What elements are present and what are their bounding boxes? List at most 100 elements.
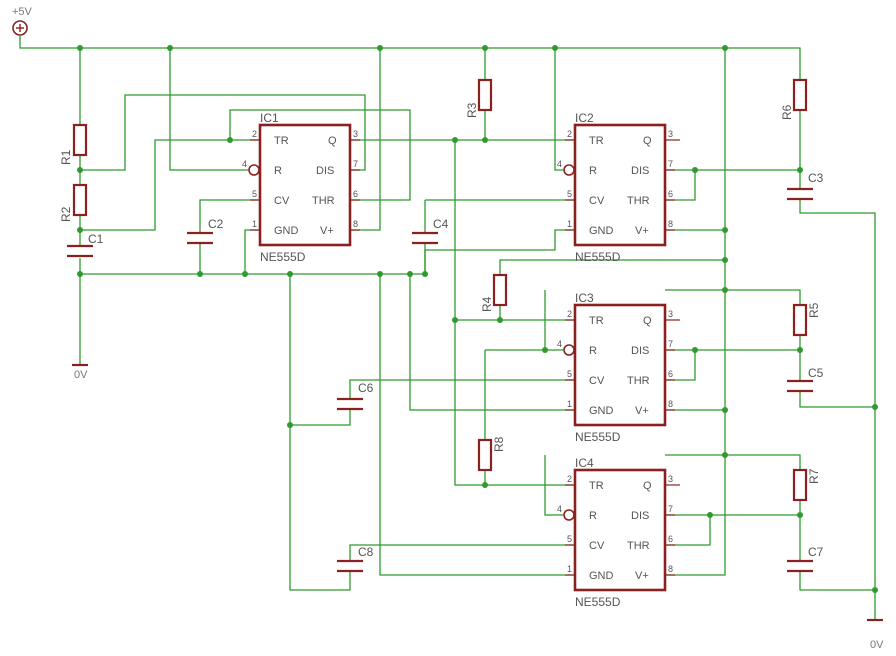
ic1-pin-thr: THR — [312, 195, 335, 207]
ic2: IC2 NE555D TR R CV GND Q DIS THR V+ 2 4 … — [557, 111, 680, 264]
ic3-pin-vplus: V+ — [635, 405, 649, 417]
ic2-num-7: 7 — [668, 159, 673, 169]
ic4-num-2: 2 — [567, 474, 572, 484]
label-c2: C2 — [208, 217, 224, 231]
ic2-name: IC2 — [575, 111, 594, 125]
ic1-num-7: 7 — [353, 159, 358, 169]
ic4-pin-vplus: V+ — [635, 570, 649, 582]
resistor-r4: R4 — [480, 273, 508, 312]
ic3-name: IC3 — [575, 291, 594, 305]
ground-label-left: 0V — [74, 369, 88, 381]
ic4-num-6: 6 — [668, 534, 673, 544]
label-r7: R7 — [807, 468, 821, 484]
ic4: IC4 NE555D TR R CV GND Q DIS THR V+ 2 4 … — [557, 456, 680, 609]
resistor-r8: R8 — [477, 436, 506, 472]
ic4-type: NE555D — [575, 595, 621, 609]
ic2-pin-dis: DIS — [631, 165, 649, 177]
label-c1: C1 — [88, 232, 104, 246]
resistor-r6: R6 — [780, 78, 808, 120]
ic2-num-1: 1 — [567, 219, 572, 229]
resistor-r2: R2 — [59, 183, 88, 222]
ic1: IC1 NE555D TR R CV GND Q DIS THR V+ 2 4 … — [242, 111, 360, 264]
label-c4: C4 — [433, 217, 449, 231]
ground-symbol-right: 0V — [867, 618, 884, 651]
label-c5: C5 — [808, 366, 824, 380]
ic4-pin-tr: TR — [589, 480, 604, 492]
ic2-num-2: 2 — [567, 129, 572, 139]
label-c6: C6 — [358, 381, 374, 395]
resistor-r5: R5 — [792, 302, 821, 337]
ic3-pin-r: R — [589, 345, 597, 357]
ic3-pin-thr: THR — [627, 375, 650, 387]
label-c7: C7 — [808, 545, 824, 559]
ic1-pin-dis: DIS — [316, 165, 334, 177]
ic3-pin-cv: CV — [589, 375, 605, 387]
ic1-num-5: 5 — [252, 189, 257, 199]
label-r3: R3 — [465, 102, 479, 118]
ic2-num-5: 5 — [567, 189, 572, 199]
ic1-num-1: 1 — [252, 219, 257, 229]
ic3-num-8: 8 — [668, 399, 673, 409]
ic1-num-8: 8 — [353, 219, 358, 229]
ic2-num-3: 3 — [668, 129, 673, 139]
label-c3: C3 — [808, 171, 824, 185]
capacitor-c6: C6 — [337, 381, 374, 411]
ic4-pin-thr: THR — [627, 540, 650, 552]
ic4-num-4: 4 — [557, 504, 562, 514]
ic1-type: NE555D — [260, 250, 306, 264]
ic4-num-5: 5 — [567, 534, 572, 544]
ic4-pin-gnd: GND — [589, 570, 614, 582]
capacitor-c1: C1 — [67, 232, 104, 258]
ic1-pin-q: Q — [328, 135, 337, 147]
label-r4: R4 — [480, 296, 494, 312]
ground-symbol-left: 0V — [72, 363, 88, 381]
ic2-pin-tr: TR — [589, 135, 604, 147]
label-r5: R5 — [807, 302, 821, 318]
ic4-pin-r: R — [589, 510, 597, 522]
ic2-pin-r: R — [589, 165, 597, 177]
ic4-num-3: 3 — [668, 474, 673, 484]
ic2-pin-cv: CV — [589, 195, 605, 207]
ic1-pin-vplus: V+ — [320, 225, 334, 237]
ground-label-right: 0V — [870, 639, 884, 651]
resistor-r1: R1 — [59, 123, 88, 165]
ic3-pin-dis: DIS — [631, 345, 649, 357]
ic1-num-3: 3 — [353, 129, 358, 139]
ic3-pin-gnd: GND — [589, 405, 614, 417]
ic4-name: IC4 — [575, 456, 594, 470]
ic3-type: NE555D — [575, 430, 621, 444]
label-c8: C8 — [358, 545, 374, 559]
label-r8: R8 — [492, 436, 506, 452]
ic3: IC3 NE555D TR R CV GND Q DIS THR V+ 2 4 … — [557, 291, 680, 444]
capacitor-c3: C3 — [787, 171, 824, 201]
ic3-num-1: 1 — [567, 399, 572, 409]
ic1-pin-r: R — [274, 165, 282, 177]
ic3-num-4: 4 — [557, 339, 562, 349]
ic2-num-8: 8 — [668, 219, 673, 229]
junction-dots — [77, 45, 878, 593]
capacitor-c2: C2 — [187, 217, 224, 245]
ic2-type: NE555D — [575, 250, 621, 264]
ic2-pin-thr: THR — [627, 195, 650, 207]
ic3-num-6: 6 — [668, 369, 673, 379]
ic3-num-7: 7 — [668, 339, 673, 349]
supply-symbol: +5V — [12, 6, 33, 36]
ic1-num-4: 4 — [242, 159, 247, 169]
ic3-num-5: 5 — [567, 369, 572, 379]
ic4-pin-cv: CV — [589, 540, 605, 552]
ic2-pin-q: Q — [643, 135, 652, 147]
ic2-pin-vplus: V+ — [635, 225, 649, 237]
ic1-pin-tr: TR — [274, 135, 289, 147]
label-r2: R2 — [59, 206, 73, 222]
ic3-num-3: 3 — [668, 309, 673, 319]
ic3-num-2: 2 — [567, 309, 572, 319]
resistor-r7: R7 — [792, 468, 821, 502]
label-r6: R6 — [780, 104, 794, 120]
ic1-num-2: 2 — [252, 129, 257, 139]
capacitor-c7: C7 — [787, 545, 824, 573]
supply-label: +5V — [12, 6, 33, 18]
ic1-pin-cv: CV — [274, 195, 290, 207]
ic2-pin-gnd: GND — [589, 225, 614, 237]
ic2-num-6: 6 — [668, 189, 673, 199]
